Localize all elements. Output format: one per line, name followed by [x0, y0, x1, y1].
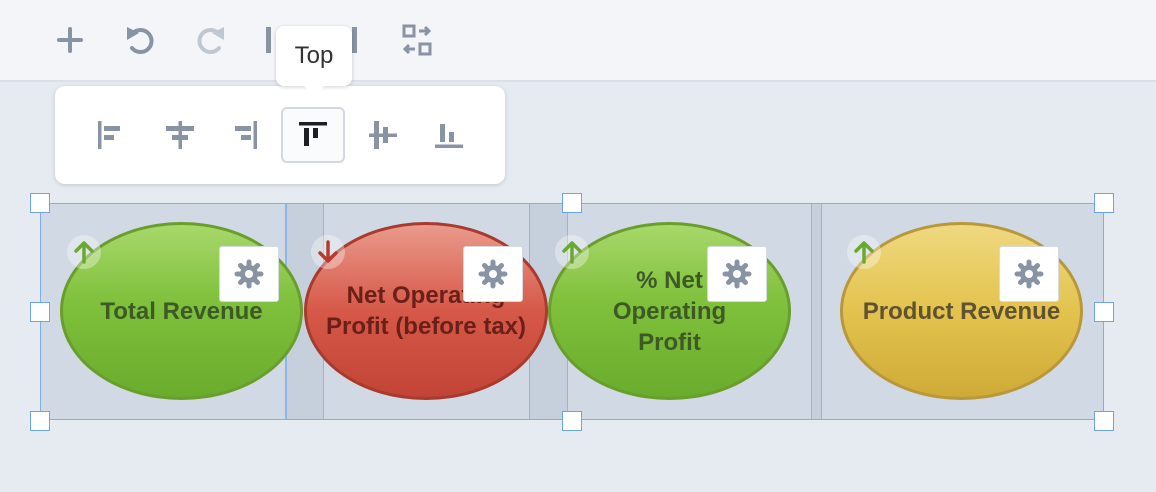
undo-button[interactable] — [119, 18, 163, 62]
align-center-horizontal-button[interactable] — [148, 107, 212, 163]
trend-up-indicator — [555, 235, 589, 269]
resize-handle-left[interactable] — [30, 302, 50, 322]
redo-icon — [197, 27, 224, 55]
toolbar — [0, 0, 1156, 82]
selection-outline — [40, 203, 1104, 420]
align-center-horizontal-icon — [166, 121, 194, 149]
tile-settings-button[interactable] — [999, 246, 1059, 302]
tile-settings-button[interactable] — [463, 246, 523, 302]
align-left-button[interactable] — [79, 107, 143, 163]
align-right-button[interactable] — [212, 107, 276, 163]
trend-up-indicator — [67, 235, 101, 269]
resize-handle-right[interactable] — [1094, 302, 1114, 322]
tile-label: % Net Operating Profit — [612, 266, 727, 356]
arrange-icon — [402, 24, 432, 56]
tile-label: Product Revenue — [862, 297, 1061, 325]
align-right-icon — [235, 121, 257, 149]
gear-icon — [478, 259, 508, 289]
resize-handle-bottom[interactable] — [562, 411, 582, 431]
align-middle-vertical-icon — [369, 121, 397, 149]
align-bottom-icon — [435, 124, 463, 148]
tooltip: Top — [276, 26, 352, 96]
arrange-button[interactable] — [395, 18, 439, 62]
align-top-button[interactable] — [281, 107, 345, 163]
align-top-icon — [299, 122, 327, 146]
arrow-down-icon — [318, 240, 338, 263]
resize-handle-top-left[interactable] — [30, 193, 50, 213]
redo-button[interactable] — [188, 18, 232, 62]
gear-icon — [722, 259, 752, 289]
add-button[interactable] — [48, 18, 92, 62]
undo-icon — [127, 27, 154, 55]
gear-icon — [1014, 259, 1044, 289]
tile-settings-button[interactable] — [219, 246, 279, 302]
resize-handle-top[interactable] — [562, 193, 582, 213]
trend-up-indicator — [847, 235, 881, 269]
tooltip-text: Top — [294, 42, 334, 69]
resize-handle-bottom-right[interactable] — [1094, 411, 1114, 431]
trend-down-indicator — [311, 235, 345, 269]
gear-icon — [234, 259, 264, 289]
align-panel — [55, 86, 505, 184]
arrow-up-icon — [854, 241, 874, 264]
plus-icon — [57, 27, 83, 53]
align-bottom-button[interactable] — [417, 107, 481, 163]
arrow-up-icon — [562, 241, 582, 264]
tile-gap — [812, 203, 821, 420]
arrow-up-icon — [74, 241, 94, 264]
resize-handle-top-right[interactable] — [1094, 193, 1114, 213]
resize-handle-bottom-left[interactable] — [30, 411, 50, 431]
tile-label: Total Revenue — [100, 297, 263, 325]
tile-settings-button[interactable] — [707, 246, 767, 302]
align-left-icon — [98, 121, 120, 149]
align-middle-vertical-button[interactable] — [351, 107, 415, 163]
